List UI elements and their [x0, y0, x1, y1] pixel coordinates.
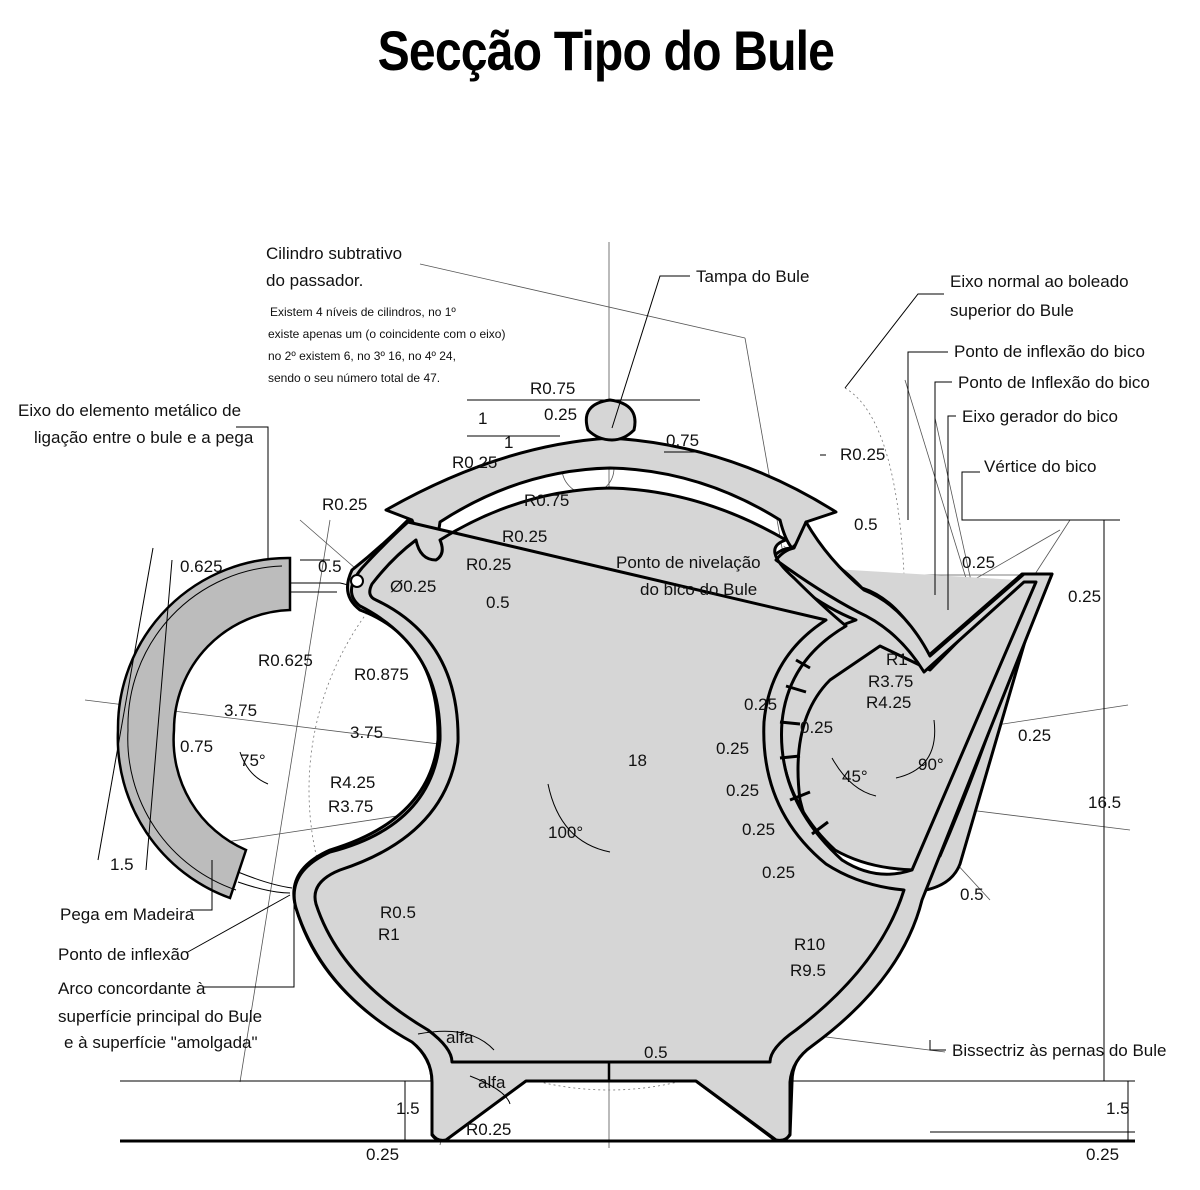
dim-alfa-1: alfa [446, 1028, 474, 1047]
metal-link-ring [350, 574, 364, 588]
cylinder-callout-line2: do passador. [266, 271, 363, 290]
leader-lines [97, 275, 1129, 1141]
dim-1-a: 1 [478, 409, 487, 428]
dim-r025-b: R0.25 [502, 527, 547, 546]
dim-strainer-025-1: 0.25 [744, 695, 777, 714]
dim-05-right-top: 0.5 [854, 515, 878, 534]
strainer-holes [779, 658, 829, 836]
dim-r0875: R0.875 [354, 665, 409, 684]
dim-025-right-mid: 0.25 [1018, 726, 1051, 745]
dim-r1-left: R1 [378, 925, 400, 944]
dim-r025-base: R0.25 [466, 1120, 511, 1139]
dim-r05: R0.5 [380, 903, 416, 922]
dim-r10: R10 [794, 935, 825, 954]
dim-05-left: 0.5 [318, 557, 342, 576]
dim-025-spout-a: 0.25 [962, 553, 995, 572]
dim-r0625: R0.625 [258, 651, 313, 670]
dim-15-left: 1.5 [110, 855, 134, 874]
arc-callout-line3: e à superfície "amolgada" [64, 1033, 258, 1052]
dim-r375-left: R3.75 [328, 797, 373, 816]
teapot-body [292, 398, 1054, 1142]
spout-vertex-callout: Vértice do bico [984, 457, 1096, 476]
dim-15-base-left: 1.5 [396, 1099, 420, 1118]
dim-r95: R9.5 [790, 961, 826, 980]
dim-strainer-025-6: 0.25 [762, 863, 795, 882]
dim-075-left: 0.75 [180, 737, 213, 756]
metal-axis-callout-line1: Eixo do elemento metálico de [18, 401, 241, 420]
dim-r025-a: R0.25 [452, 453, 497, 472]
cylinder-note-line2: existe apenas um (o coincidente com o ei… [268, 327, 505, 341]
dim-05-base: 0.5 [644, 1043, 668, 1062]
dim-025-base-left: 0.25 [366, 1145, 399, 1164]
dim-strainer-025-3: 0.25 [716, 739, 749, 758]
dim-r025-c: R0.25 [466, 555, 511, 574]
cylinder-callout-line1: Cilindro subtrativo [266, 244, 402, 263]
dim-strainer-025-2: 0.25 [800, 718, 833, 737]
inflection-callout: Ponto de inflexão [58, 945, 189, 964]
dim-angle-90: 90° [918, 755, 944, 774]
spout-inflection-callout-2: Ponto de Inflexão do bico [958, 373, 1150, 392]
leveling-callout-line1: Ponto de nivelação [616, 553, 761, 572]
normal-axis-callout-line1: Eixo normal ao boleado [950, 272, 1129, 291]
metal-axis-callout-line2: ligação entre o bule e a pega [34, 428, 254, 447]
dim-075-top: 0.75 [666, 431, 699, 450]
dim-r025-left: R0.25 [322, 495, 367, 514]
leveling-callout-line2: do bico do Bule [640, 580, 757, 599]
dim-025-base-right: 0.25 [1086, 1145, 1119, 1164]
dim-18: 18 [628, 751, 647, 770]
dim-r425-left: R4.25 [330, 773, 375, 792]
cylinder-note-line3: no 2º existem 6, no 3º 16, no 4º 24, [268, 349, 456, 363]
ground-lines [120, 1080, 1135, 1143]
dim-375-b: 3.75 [350, 723, 383, 742]
callout-texts: Cilindro subtrativo do passador. Existem… [18, 244, 1167, 1060]
dim-r1-right: R1 [886, 650, 908, 669]
dim-r425-right: R4.25 [866, 693, 911, 712]
dim-05-mid: 0.5 [486, 593, 510, 612]
dim-strainer-025-5: 0.25 [742, 820, 775, 839]
cylinder-note-line4: sendo o seu número total de 47. [268, 371, 440, 385]
lid-callout: Tampa do Bule [696, 267, 809, 286]
dim-025-top: 0.25 [544, 405, 577, 424]
normal-axis-callout-line2: superior do Bule [950, 301, 1074, 320]
cylinder-note-line1: Existem 4 níveis de cilindros, no 1º [270, 305, 456, 319]
wooden-handle [116, 556, 356, 900]
dim-375-a: 3.75 [224, 701, 257, 720]
spout-generator-axis-callout: Eixo gerador do bico [962, 407, 1118, 426]
angle-arcs [239, 719, 936, 1105]
dim-1-b: 1 [504, 433, 513, 452]
dim-165: 16.5 [1088, 793, 1121, 812]
bisector-callout: Bissectriz às pernas do Bule [952, 1041, 1167, 1060]
dim-o025: Ø0.25 [390, 577, 436, 596]
dim-05-right-low: 0.5 [960, 885, 984, 904]
dim-r075-mid: R0.75 [524, 491, 569, 510]
dim-strainer-025-4: 0.25 [726, 781, 759, 800]
dim-025-spout-b: 0.25 [1068, 587, 1101, 606]
dim-angle-45: 45° [842, 767, 868, 786]
dim-r375-right: R3.75 [868, 672, 913, 691]
arc-callout-line2: superfície principal do Bule [58, 1007, 262, 1026]
dim-15-base-right: 1.5 [1106, 1099, 1130, 1118]
wood-handle-callout: Pega em Madeira [60, 905, 195, 924]
dim-angle-100: 100° [548, 823, 583, 842]
dim-alfa-2: alfa [478, 1073, 506, 1092]
dim-0625: 0.625 [180, 557, 223, 576]
dim-r025-right: R0.25 [840, 445, 885, 464]
page-title: Secção Tipo do Bule [377, 19, 835, 82]
spout-inflection-callout-1: Ponto de inflexão do bico [954, 342, 1145, 361]
lid-knob [584, 398, 637, 442]
dim-r075-top: R0.75 [530, 379, 575, 398]
dimension-texts: R0.75 0.25 1 1 0.75 R0.25 R0.75 R0.25 R0… [110, 379, 1130, 1164]
arc-callout-line1: Arco concordante à [58, 979, 206, 998]
